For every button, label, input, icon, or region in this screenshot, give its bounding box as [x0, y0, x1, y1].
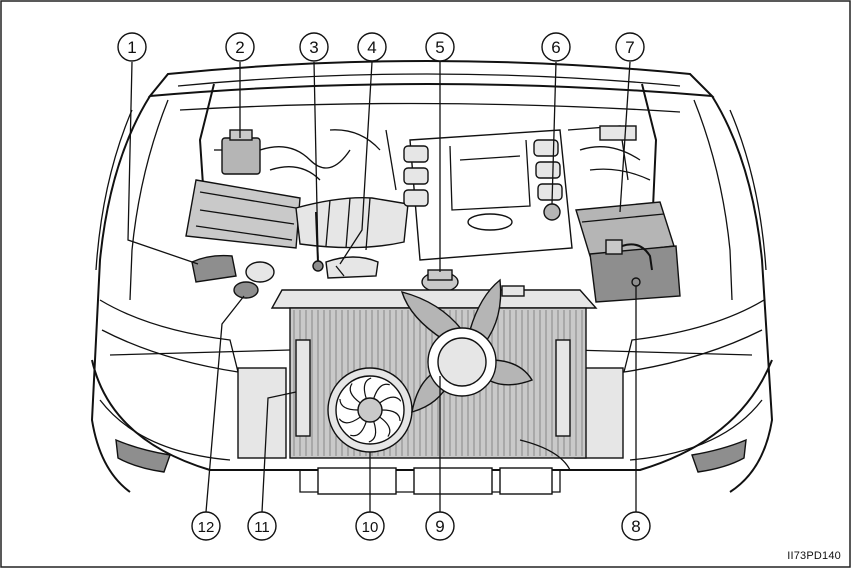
- callout-6: 6: [541, 32, 571, 62]
- svg-text:10: 10: [362, 519, 379, 536]
- callout-markers: 1 2 3 4 5 6 7 8 9 10 11 12: [117, 32, 651, 541]
- svg-text:2: 2: [235, 38, 244, 57]
- callout-2: 2: [225, 32, 255, 62]
- callout-10: 10: [355, 511, 385, 541]
- callout-7: 7: [615, 32, 645, 62]
- callout-12: 12: [191, 511, 221, 541]
- image-code: II73PD140: [787, 550, 841, 562]
- callout-1: 1: [117, 32, 147, 62]
- callout-9: 9: [425, 511, 455, 541]
- radiator-assembly: [270, 278, 598, 471]
- svg-text:4: 4: [367, 38, 376, 57]
- svg-text:7: 7: [625, 38, 634, 57]
- callout-leaders: [127, 61, 637, 513]
- svg-text:11: 11: [254, 519, 270, 536]
- svg-text:5: 5: [435, 38, 444, 57]
- callout-5: 5: [425, 32, 455, 62]
- svg-text:8: 8: [631, 517, 640, 536]
- svg-text:12: 12: [198, 519, 215, 536]
- svg-text:1: 1: [127, 38, 136, 57]
- callout-3: 3: [299, 32, 329, 62]
- svg-text:9: 9: [435, 517, 444, 536]
- engine-components: [179, 102, 681, 303]
- electric-fan-blades: [338, 377, 402, 443]
- svg-text:6: 6: [551, 38, 560, 57]
- callout-11: 11: [247, 511, 277, 541]
- svg-text:3: 3: [309, 38, 318, 57]
- callout-4: 4: [357, 32, 387, 62]
- callout-8: 8: [621, 511, 651, 541]
